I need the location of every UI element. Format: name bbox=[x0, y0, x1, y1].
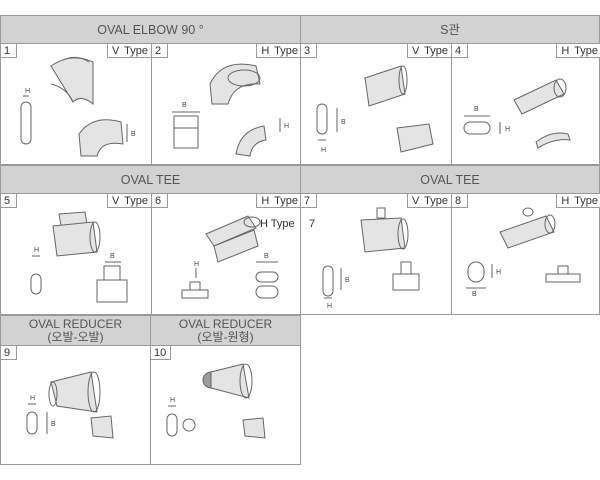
elbow-h-type-drawing: B H bbox=[172, 63, 289, 157]
dim-h: H bbox=[194, 261, 199, 268]
cell-1: 1 V Type H B bbox=[1, 44, 151, 165]
section-title: OVAL TEE bbox=[1, 166, 300, 194]
item-number: 8 bbox=[452, 194, 468, 208]
section-oval-tee-h: OVAL TEE 7 V Type 7 B H 8 H Type H bbox=[300, 165, 600, 315]
item-number-note: 7 bbox=[309, 218, 316, 230]
item-number: 4 bbox=[452, 44, 468, 58]
item-number: 1 bbox=[1, 44, 17, 58]
section-oval-elbow: OVAL ELBOW 90 ° 1 V Type H B 2 H Type B bbox=[0, 15, 301, 165]
cell-10: 10 H bbox=[151, 346, 301, 465]
type-label: H Type bbox=[556, 44, 600, 58]
reducer-oval-oval-drawing: H B bbox=[26, 371, 114, 439]
elbow-v-type-drawing: H B bbox=[20, 56, 136, 157]
dim-h: H bbox=[284, 123, 289, 130]
cell-6: 6 H Type H Type H B bbox=[152, 194, 301, 315]
item-number: 9 bbox=[1, 346, 17, 360]
section-title-line1: OVAL REDUCER bbox=[28, 317, 123, 331]
type-label: H Type bbox=[256, 194, 301, 208]
type-label: V Type bbox=[106, 194, 151, 208]
tee-h-type-drawing: H B bbox=[181, 215, 279, 299]
tee-h-type-h-drawing: H B bbox=[466, 207, 581, 298]
dim-b: B bbox=[341, 119, 346, 126]
dim-h: H bbox=[496, 269, 501, 276]
type-label: V Type bbox=[406, 44, 451, 58]
section-oval-reducer-oval: OVAL REDUCER (오발-오발) 9 H B bbox=[0, 315, 151, 465]
section-oval-reducer-round: OVAL REDUCER (오발-원형) 10 H bbox=[150, 315, 301, 465]
item-number: 6 bbox=[152, 194, 168, 208]
section-title: S관 bbox=[301, 16, 599, 44]
s-pipe-v-type-drawing: B H bbox=[316, 65, 434, 154]
dim-h: H bbox=[25, 88, 30, 95]
section-s-pipe: S관 3 V Type B H 4 H Type B H bbox=[300, 15, 600, 165]
section-title: OVAL REDUCER (오발-오발) bbox=[1, 316, 150, 346]
dim-h: H bbox=[30, 395, 35, 402]
item-number: 2 bbox=[152, 44, 168, 58]
dim-h: H bbox=[34, 247, 39, 254]
cell-3: 3 V Type B H bbox=[301, 44, 451, 165]
dim-h: H bbox=[321, 147, 326, 154]
tee-v-type-h-drawing: B H bbox=[322, 207, 420, 310]
s-pipe-h-type-drawing: B H bbox=[463, 78, 571, 149]
item-number: 7 bbox=[301, 194, 317, 208]
item-number: 10 bbox=[151, 346, 171, 360]
dim-b: B bbox=[474, 106, 479, 113]
cell-5: 5 V Type H B bbox=[1, 194, 151, 315]
dim-b: B bbox=[472, 291, 477, 298]
cell-9: 9 H B bbox=[1, 346, 151, 465]
section-title-line2: (오발-오발) bbox=[47, 330, 104, 344]
item-number: 3 bbox=[301, 44, 317, 58]
section-title: OVAL ELBOW 90 ° bbox=[1, 16, 300, 44]
dim-b: B bbox=[345, 277, 350, 284]
cell-4: 4 H Type B H bbox=[452, 44, 600, 165]
type-note: H Type bbox=[260, 218, 295, 230]
cell-2: 2 H Type B H bbox=[152, 44, 301, 165]
dim-h: H bbox=[170, 397, 175, 404]
type-label: H Type bbox=[256, 44, 301, 58]
dim-b: B bbox=[264, 253, 269, 260]
section-oval-tee-v: OVAL TEE 5 V Type H B 6 H Type H Type bbox=[0, 165, 301, 315]
item-number: 5 bbox=[1, 194, 17, 208]
dim-b: B bbox=[110, 253, 115, 260]
cell-7: 7 V Type 7 B H bbox=[301, 194, 451, 315]
dim-h: H bbox=[505, 126, 510, 133]
reducer-oval-round-drawing: H bbox=[166, 363, 266, 439]
tee-v-type-drawing: H B bbox=[30, 211, 128, 303]
section-title: OVAL TEE bbox=[301, 166, 599, 194]
type-label: V Type bbox=[406, 194, 451, 208]
cell-8: 8 H Type H B bbox=[452, 194, 600, 315]
section-title-line2: (오발-원형) bbox=[197, 330, 254, 344]
type-label: H Type bbox=[556, 194, 600, 208]
dim-h: H bbox=[327, 303, 332, 310]
section-title: OVAL REDUCER (오발-원형) bbox=[151, 316, 300, 346]
section-title-line1: OVAL REDUCER bbox=[178, 317, 273, 331]
dim-b: B bbox=[51, 421, 56, 428]
type-label: V Type bbox=[106, 44, 151, 58]
dim-b: B bbox=[131, 131, 136, 138]
dim-b: B bbox=[182, 102, 187, 109]
